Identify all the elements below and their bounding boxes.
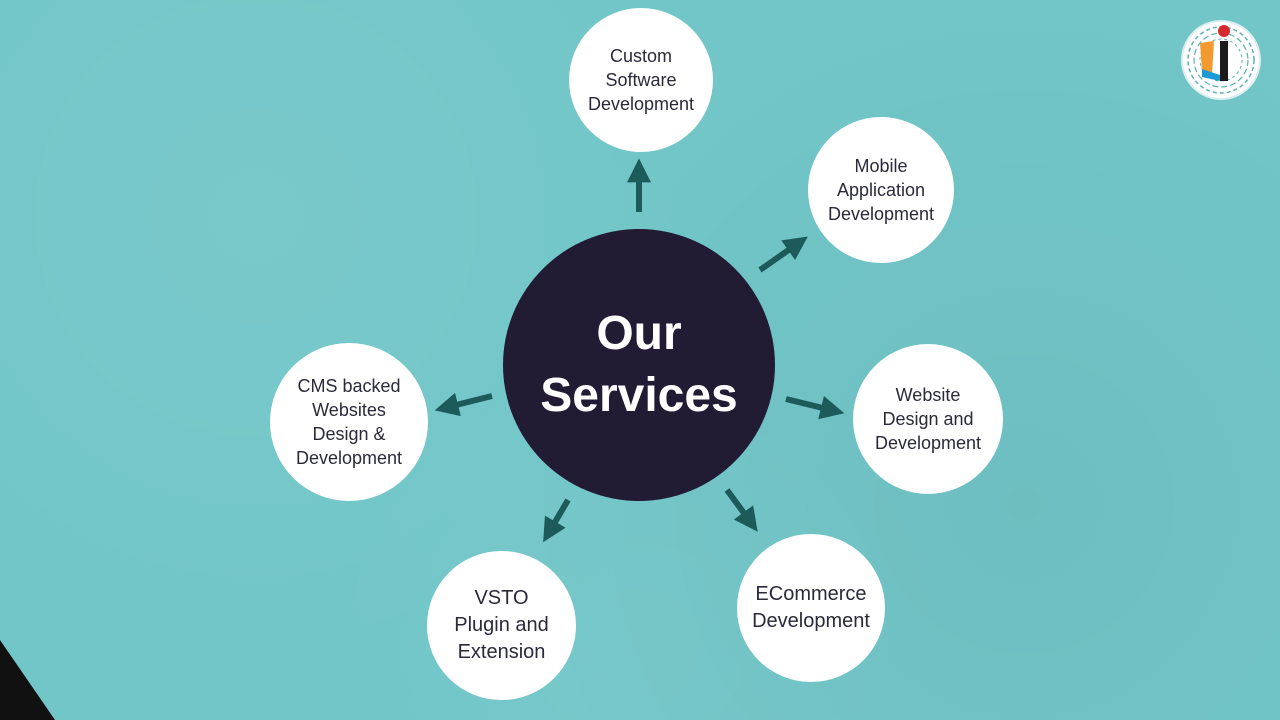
service-label: CMS backed Websites Design & Development [295, 376, 403, 468]
service-node-website: Website Design and Development [853, 344, 1003, 494]
center-title: Our Services [540, 307, 738, 422]
service-node-mobile-app: Mobile Application Development [808, 117, 954, 263]
service-label: Website Design and Development [874, 385, 982, 453]
arrow-to-website [785, 395, 845, 420]
service-label: Mobile Application Development [827, 156, 935, 224]
arrow-to-cms [434, 392, 493, 417]
corner-decoration [0, 640, 55, 720]
service-node-cms: CMS backed Websites Design & Development [270, 343, 428, 501]
arrow-to-vsto [543, 498, 571, 543]
service-label: VSTO Plugin and Extension [454, 587, 549, 663]
arrow-to-mobile [758, 236, 808, 273]
arrow-to-ecom [724, 488, 758, 532]
service-node-custom-software: Custom Software Development [569, 8, 713, 152]
service-node-ecommerce: ECommerce Development [737, 534, 885, 682]
service-node-vsto: VSTO Plugin and Extension [427, 551, 576, 700]
service-label: Custom Software Development [587, 46, 695, 114]
service-label: ECommerce Development [752, 583, 870, 632]
center-circle: Our Services [503, 229, 775, 501]
company-logo-icon [1181, 20, 1261, 100]
